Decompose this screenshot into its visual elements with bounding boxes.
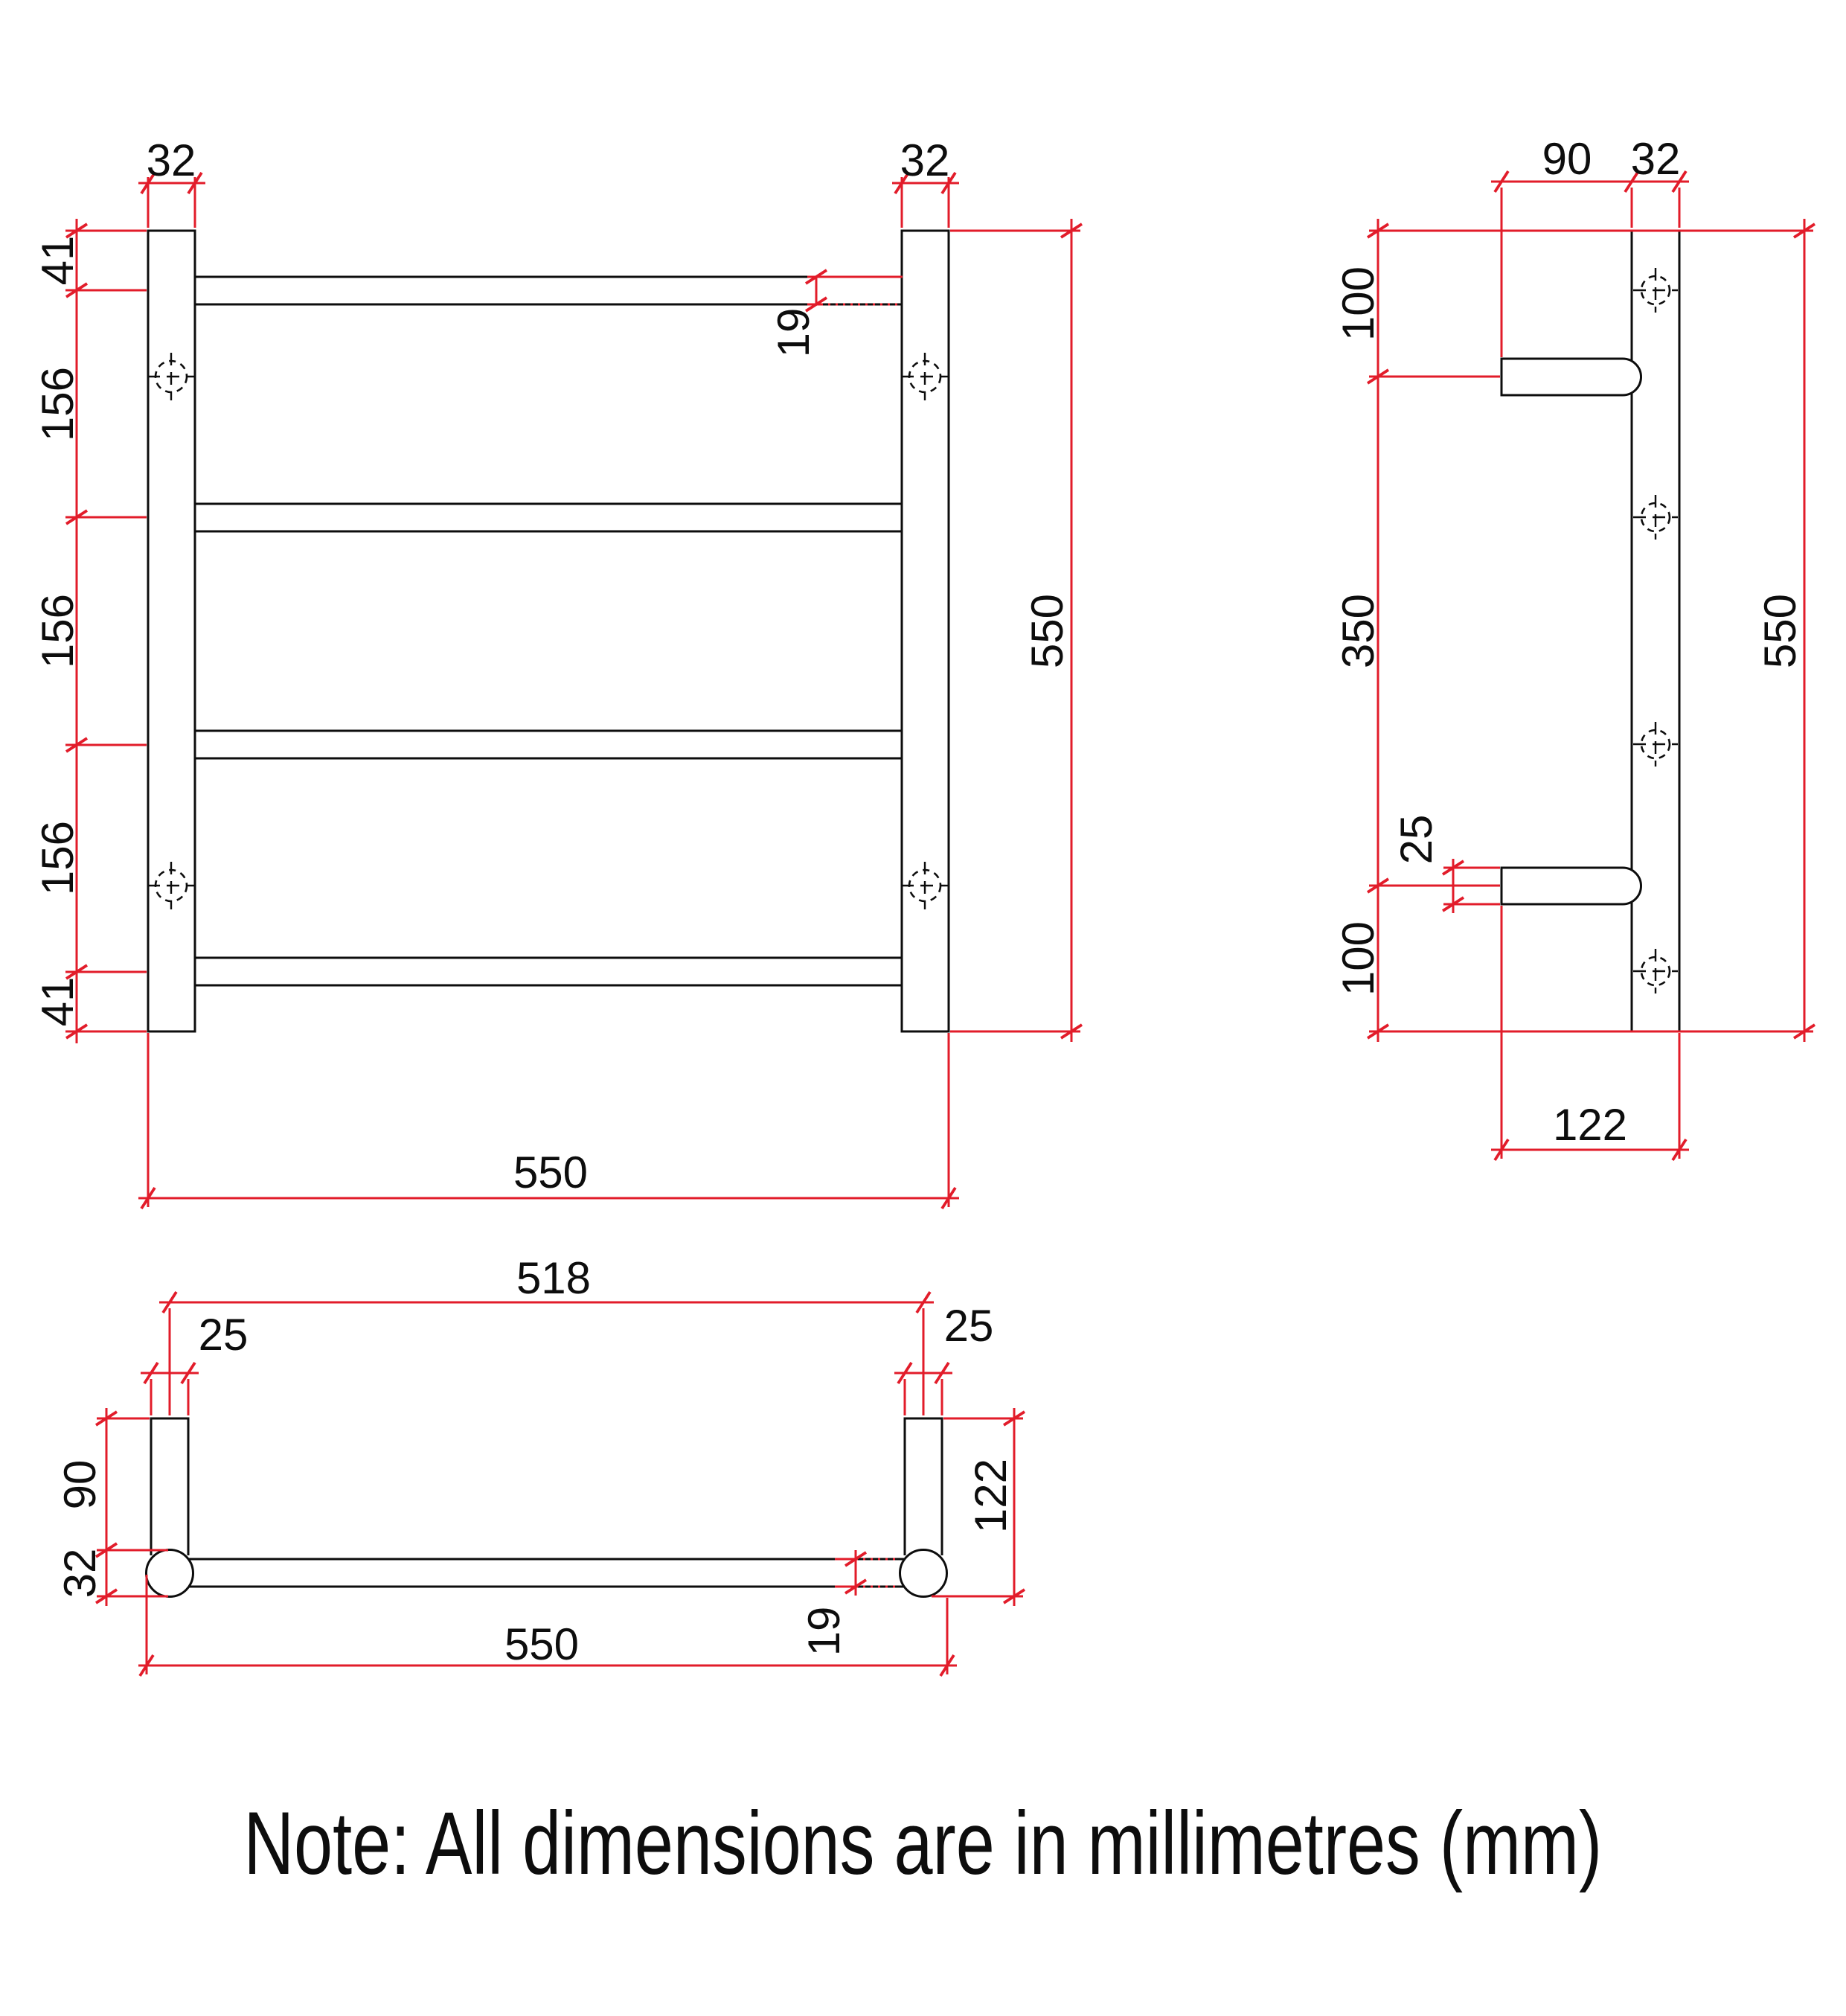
- drawing-note-row: Note: All dimensions are in millimetres …: [0, 1792, 1846, 1895]
- dim-label-front-overall-height: 550: [1022, 594, 1072, 668]
- drawing-note: Note: All dimensions are in millimetres …: [243, 1793, 1603, 1893]
- dim-label-side-overall-depth: 122: [1553, 1100, 1627, 1150]
- side-view: 90 32 100 350 100 25: [1333, 134, 1816, 1162]
- front-view: 32 32 41 156 156 156: [33, 135, 1083, 1210]
- dim-label-side-bracket-diameter: 25: [1391, 815, 1441, 865]
- front-dim-post-width-right: 32: [892, 135, 959, 228]
- dim-label-front-post-width-right: 32: [900, 135, 950, 185]
- plan-dim-bracket-length-and-post-diameter: 90 32: [55, 1408, 168, 1606]
- front-rails: [195, 275, 902, 987]
- plan-dim-overall-depth: 122: [932, 1408, 1026, 1606]
- front-mounting-holes: [147, 353, 949, 909]
- dim-label-side-post-width: 32: [1631, 134, 1681, 184]
- dim-label-front-spacing-bottom: 41: [33, 977, 83, 1027]
- dim-label-front-spacing-2: 156: [33, 594, 83, 668]
- dim-label-plan-post-diameter: 32: [55, 1549, 105, 1599]
- dim-label-side-top-offset: 100: [1333, 266, 1383, 341]
- side-post: [1630, 229, 1681, 1033]
- plan-geometry: [145, 1417, 948, 1598]
- plan-bracket-left: [150, 1417, 190, 1555]
- plan-dim-overall-width: 550: [138, 1575, 957, 1677]
- dim-label-plan-bracket-centres: 518: [516, 1253, 591, 1303]
- dim-label-front-rail-diameter: 19: [769, 308, 818, 358]
- dim-label-side-bottom-offset: 100: [1333, 921, 1383, 996]
- dim-label-front-spacing-1: 156: [33, 367, 83, 441]
- front-dim-rail-diameter: 19: [769, 269, 903, 358]
- dim-label-front-post-width-left: 32: [147, 135, 196, 185]
- dim-label-side-bracket-length: 90: [1542, 134, 1592, 184]
- plan-dim-bracket-width-right: 25: [894, 1301, 993, 1415]
- dim-label-plan-bracket-width-right: 25: [944, 1301, 994, 1351]
- side-geometry: [1500, 229, 1681, 1033]
- side-bracket-bottom: [1500, 866, 1642, 906]
- dim-label-plan-bracket-width-left: 25: [199, 1310, 249, 1360]
- plan-dim-bracket-centres: 518: [159, 1253, 934, 1415]
- dim-label-side-bracket-spacing: 350: [1333, 594, 1383, 668]
- side-rail-end-circles: [1633, 268, 1678, 993]
- plan-dim-bracket-width-left: 25: [141, 1310, 248, 1415]
- dim-label-plan-overall-width: 550: [504, 1619, 579, 1669]
- front-dim-overall-height: 550: [950, 219, 1083, 1042]
- side-bracket-top: [1500, 357, 1642, 397]
- side-dim-overall-depth: 122: [1491, 906, 1689, 1162]
- plan-right-post-circle: [899, 1549, 948, 1598]
- front-geometry: [147, 229, 950, 1033]
- plan-dim-rail-diameter: 19: [799, 1550, 898, 1656]
- dim-label-plan-bracket-length: 90: [55, 1460, 105, 1510]
- front-dim-post-width-left: 32: [138, 135, 205, 228]
- front-dim-overall-width: 550: [138, 1033, 959, 1210]
- dim-label-plan-rail-diameter: 19: [799, 1607, 849, 1657]
- plan-bracket-right: [903, 1417, 943, 1555]
- plan-left-post-circle: [145, 1549, 194, 1598]
- dim-label-front-spacing-3: 156: [33, 821, 83, 895]
- plan-view: 518 25 25 90 32: [55, 1253, 1026, 1677]
- front-dim-rail-spacings: 41 156 156 156 41: [33, 219, 147, 1043]
- side-dim-bracket-offsets: 100 350 100: [1333, 219, 1813, 1042]
- front-left-post: [147, 229, 196, 1033]
- side-dim-bracket-diameter: 25: [1391, 815, 1500, 913]
- dim-label-front-overall-width: 550: [513, 1148, 588, 1197]
- side-dim-overall-height: 550: [1755, 219, 1816, 1042]
- dim-label-side-overall-height: 550: [1755, 594, 1805, 668]
- dim-label-plan-overall-depth: 122: [966, 1459, 1016, 1533]
- side-dim-bracket-length-and-post-width: 90 32: [1491, 134, 1689, 357]
- front-right-post: [900, 229, 950, 1033]
- dim-label-front-spacing-top: 41: [33, 236, 83, 286]
